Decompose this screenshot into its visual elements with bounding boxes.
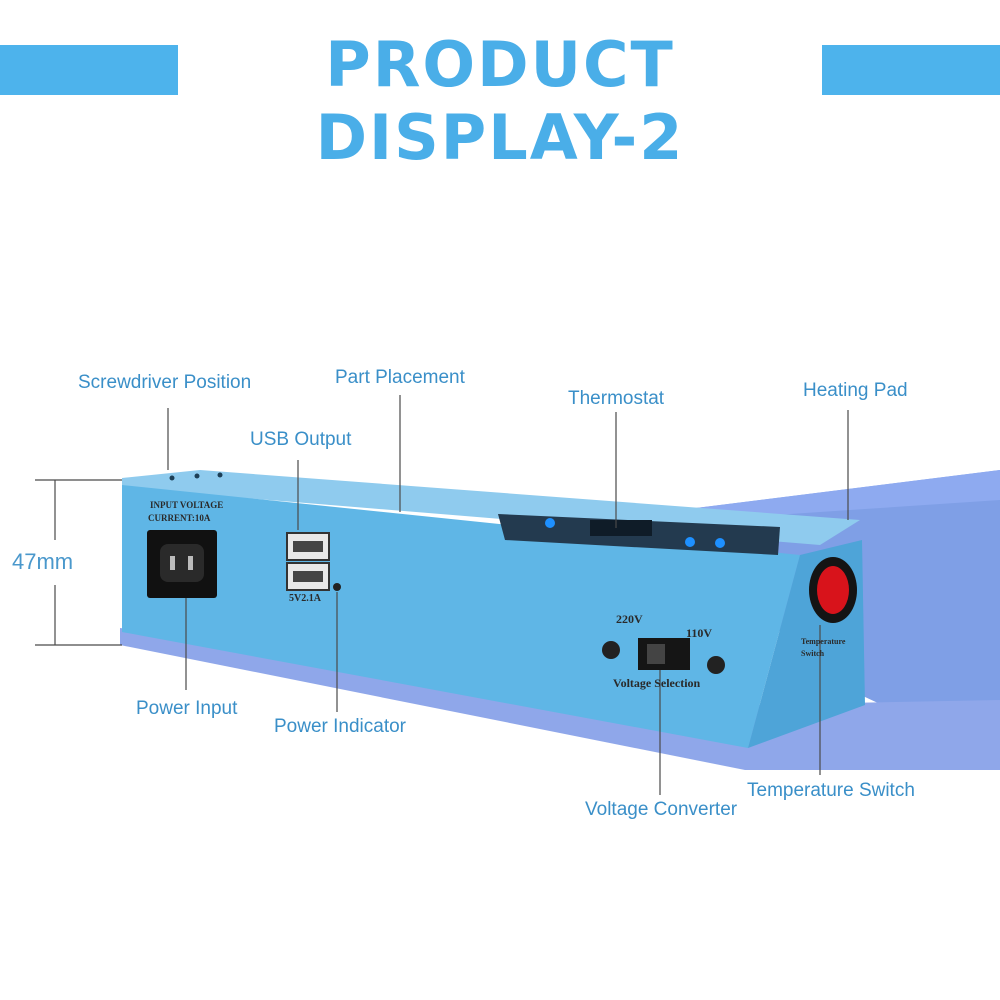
- banner-bar-right: [822, 45, 1000, 95]
- heating-pad-top: [640, 470, 1000, 520]
- screw-hole: [169, 475, 175, 481]
- screw-hole: [217, 472, 223, 478]
- screw: [707, 656, 725, 674]
- callout-power-input: Power Input: [136, 698, 238, 719]
- device-switch-text-line1: Temperature: [801, 637, 846, 646]
- callout-usb-output: USB Output: [250, 429, 352, 450]
- callout-heating-pad: Heating Pad: [803, 380, 908, 401]
- dimension-label: 47mm: [12, 549, 74, 574]
- callout-screwdriver-position: Screwdriver Position: [78, 372, 252, 393]
- device-input-voltage-text: INPUT VOLTAGE: [150, 500, 224, 510]
- callout-part-placement: Part Placement: [335, 367, 465, 388]
- callout-temperature-switch: Temperature Switch: [747, 780, 915, 801]
- power-led: [333, 583, 341, 591]
- callout-power-indicator: Power Indicator: [274, 716, 407, 737]
- rocker-switch: [817, 566, 849, 614]
- device-voltage-selection-text: Voltage Selection: [613, 676, 701, 690]
- device-switch-text-line2: Switch: [801, 649, 825, 658]
- screw: [602, 641, 620, 659]
- callout-voltage-converter: Voltage Converter: [585, 799, 738, 820]
- device-usb-rating-text: 5V2.1A: [289, 593, 321, 604]
- banner-bar-left: [0, 45, 178, 95]
- device-220v-text: 220V: [616, 612, 643, 626]
- callout-thermostat: Thermostat: [568, 388, 665, 409]
- page-title: PRODUCT DISPLAY-2: [315, 28, 685, 174]
- device-110v-text: 110V: [686, 626, 713, 640]
- device-current-text: CURRENT:10A: [148, 513, 211, 523]
- screw-hole: [194, 473, 200, 479]
